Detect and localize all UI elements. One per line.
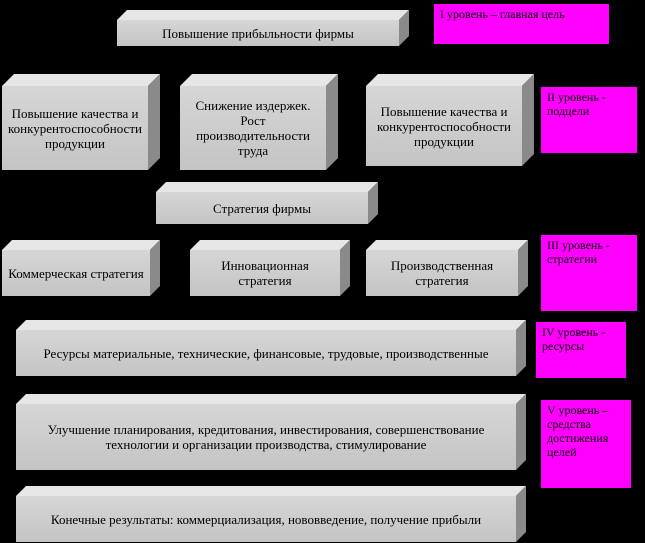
goal-box: Повышение прибыльности фирмы [117, 10, 409, 46]
subgoal-1-box: Повышение качества и конкурентоспособнос… [2, 74, 160, 170]
strategy-innovation-box: Инновационная стратегия [190, 240, 350, 296]
resources-box: Ресурсы материальные, технические, финан… [16, 320, 526, 376]
goal-text: Повышение прибыльности фирмы [117, 20, 399, 46]
level-5-label: V уровень – средства достижения целей [541, 400, 631, 488]
subgoal-3-text: Повышение качества и конкурентоспособнос… [366, 86, 522, 166]
subgoal-2-box: Снижение издержек. Рост производительнос… [180, 74, 338, 170]
results-box: Конечные результаты: коммерциализация, н… [16, 486, 526, 542]
means-text: Улучшение планирования, кредитования, ин… [16, 404, 516, 470]
subgoal-3-box: Повышение качества и конкурентоспособнос… [366, 74, 534, 166]
subgoal-2-text: Снижение издержек. Рост производительнос… [180, 86, 326, 170]
resources-text: Ресурсы материальные, технические, финан… [16, 330, 516, 376]
strategy-commercial-box: Коммерческая стратегия [2, 240, 160, 296]
strategy-box: Стратегия фирмы [156, 182, 378, 224]
strategy-text: Стратегия фирмы [156, 192, 368, 224]
strategy-innovation-text: Инновационная стратегия [190, 250, 340, 296]
results-text: Конечные результаты: коммерциализация, н… [16, 496, 516, 542]
strategy-production-text: Производственная стратегия [366, 250, 518, 296]
level-1-label: I уровень – главная цель [434, 4, 609, 44]
strategy-commercial-text: Коммерческая стратегия [2, 250, 150, 296]
level-3-label: III уровень - стратегии [541, 235, 637, 311]
level-2-label: II уровень - подцели [541, 87, 637, 153]
means-box: Улучшение планирования, кредитования, ин… [16, 394, 526, 470]
strategy-production-box: Производственная стратегия [366, 240, 528, 296]
level-4-label: IV уровень - ресурсы [536, 322, 626, 378]
subgoal-1-text: Повышение качества и конкурентоспособнос… [2, 86, 148, 170]
